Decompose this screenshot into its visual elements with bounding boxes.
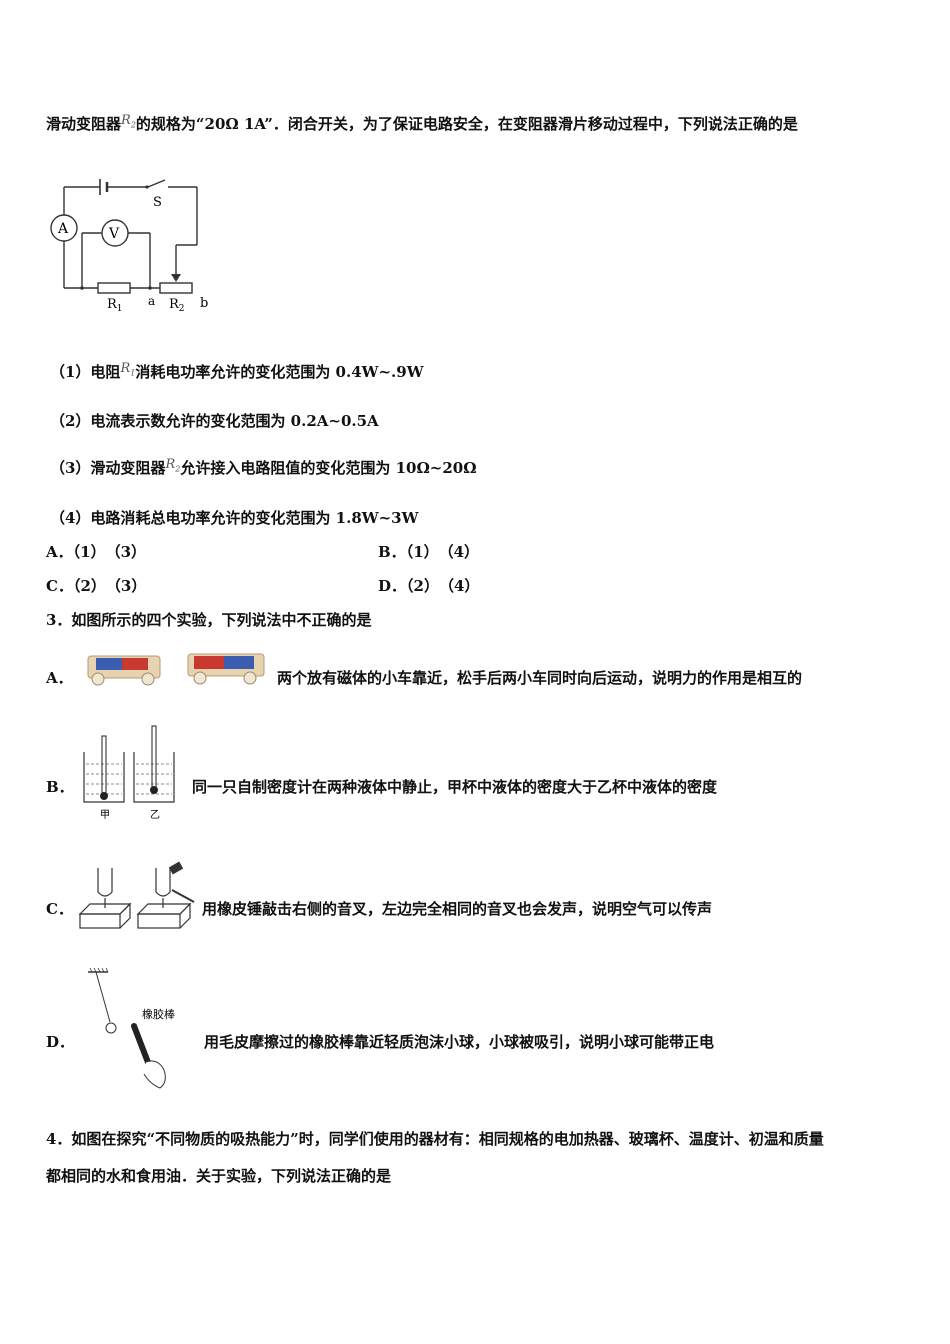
- r2-symbol: R2: [121, 113, 136, 130]
- statement-1: （1）电阻R1消耗电功率允许的变化范围为 0.4W~.9W: [50, 361, 424, 381]
- node-a-label: a: [148, 294, 155, 308]
- q2-option-c[interactable]: C．（2） （3）: [46, 577, 147, 595]
- q2-option-b[interactable]: B．（1） （4）: [378, 543, 480, 561]
- svg-text:R1: R1: [107, 297, 123, 314]
- ammeter-label: A: [57, 221, 69, 237]
- statement-3: （3）滑动变阻器R2允许接入电路阻值的变化范围为 10Ω~20Ω: [50, 457, 477, 477]
- q3-stem: 3．如图所示的四个实验，下列说法中不正确的是: [46, 611, 372, 629]
- statement-4: （4）电路消耗总电功率允许的变化范围为 1.8W~3W: [50, 509, 419, 527]
- q3-option-d-letter[interactable]: D．: [46, 1033, 75, 1051]
- q4-stem-line2: 都相同的水和食用油．关于实验，下列说法正确的是: [46, 1167, 392, 1185]
- r2-label: R: [169, 297, 180, 312]
- q3-option-c-text: 用橡皮锤敲击右侧的音叉，左边完全相同的音叉也会发声，说明空气可以传声: [202, 900, 713, 918]
- circuit-diagram: A V S R1 a R2 b: [50, 179, 208, 314]
- r1-label: R: [107, 297, 118, 312]
- beaker-jia-label: 甲: [100, 810, 110, 821]
- rubber-rod-figure: 橡胶棒: [88, 967, 175, 1089]
- magnet-carts-figure: [87, 653, 265, 686]
- hydrometer-beakers-figure: 甲 乙: [83, 725, 175, 821]
- q3-option-b-letter[interactable]: B．: [46, 778, 74, 796]
- beaker-yi-label: 乙: [150, 809, 160, 821]
- q3-option-d-text: 用毛皮摩擦过的橡胶棒靠近轻质泡沫小球，小球被吸引，说明小球可能带正电: [204, 1033, 715, 1051]
- voltmeter-label: V: [108, 226, 120, 242]
- q3-option-b-text: 同一只自制密度计在两种液体中静止，甲杯中液体的密度大于乙杯中液体的密度: [192, 778, 718, 796]
- svg-text:R2: R2: [169, 297, 185, 314]
- question-intro: 滑动变阻器R2的规格为“20Ω 1A”．闭合开关，为了保证电路安全，在变阻器滑片…: [46, 113, 798, 133]
- q2-option-a[interactable]: A．（1） （3）: [46, 543, 147, 561]
- q3-option-a-text: 两个放有磁体的小车靠近，松手后两小车同时向后运动，说明力的作用是相互的: [277, 669, 803, 687]
- switch-label: S: [153, 195, 162, 210]
- tuning-forks-figure: [78, 861, 195, 929]
- q4-stem-line1: 4．如图在探究“不同物质的吸热能力”时，同学们使用的器材有：相同规格的电加热器、…: [46, 1130, 824, 1148]
- q3-option-a-letter[interactable]: A．: [46, 669, 73, 687]
- q3-option-c-letter[interactable]: C．: [46, 900, 73, 918]
- rubber-rod-label: 橡胶棒: [142, 1007, 175, 1021]
- q2-option-d[interactable]: D．（2） （4）: [378, 577, 480, 595]
- statement-2: （2）电流表示数允许的变化范围为 0.2A~0.5A: [50, 412, 379, 430]
- node-b-label: b: [200, 296, 208, 311]
